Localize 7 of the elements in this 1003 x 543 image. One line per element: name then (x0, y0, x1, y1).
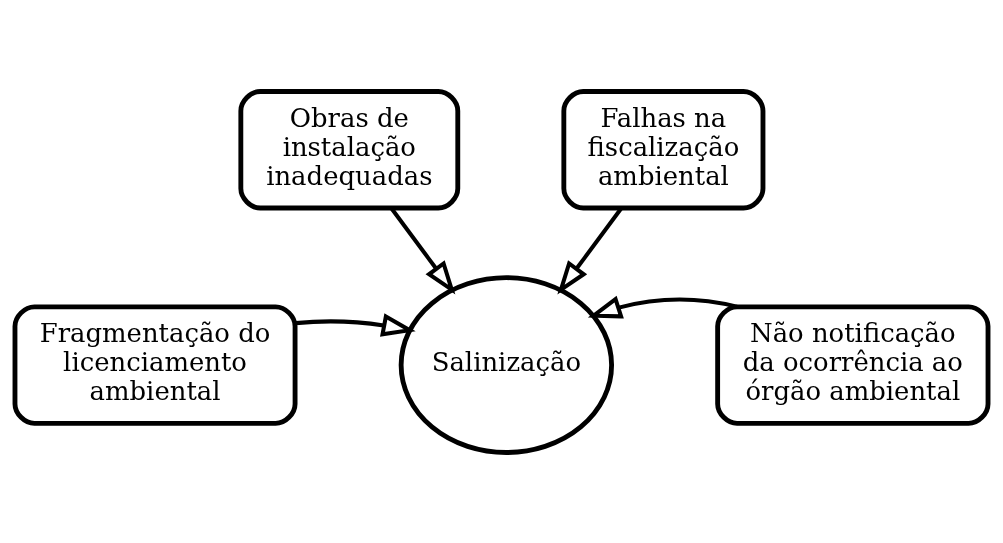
arrow (587, 295, 738, 318)
node-box: Falhas na fiscalização ambiental (561, 88, 766, 210)
node-box: Não notificação da ocorrência ao órgão ambiental (715, 303, 991, 426)
arrow (295, 312, 416, 337)
node-ellipse: Salinização (398, 274, 615, 455)
node-box: Obras de instalação inadequadas (238, 88, 461, 210)
node-box: Fragmentação do licenciamento ambiental (12, 303, 298, 426)
